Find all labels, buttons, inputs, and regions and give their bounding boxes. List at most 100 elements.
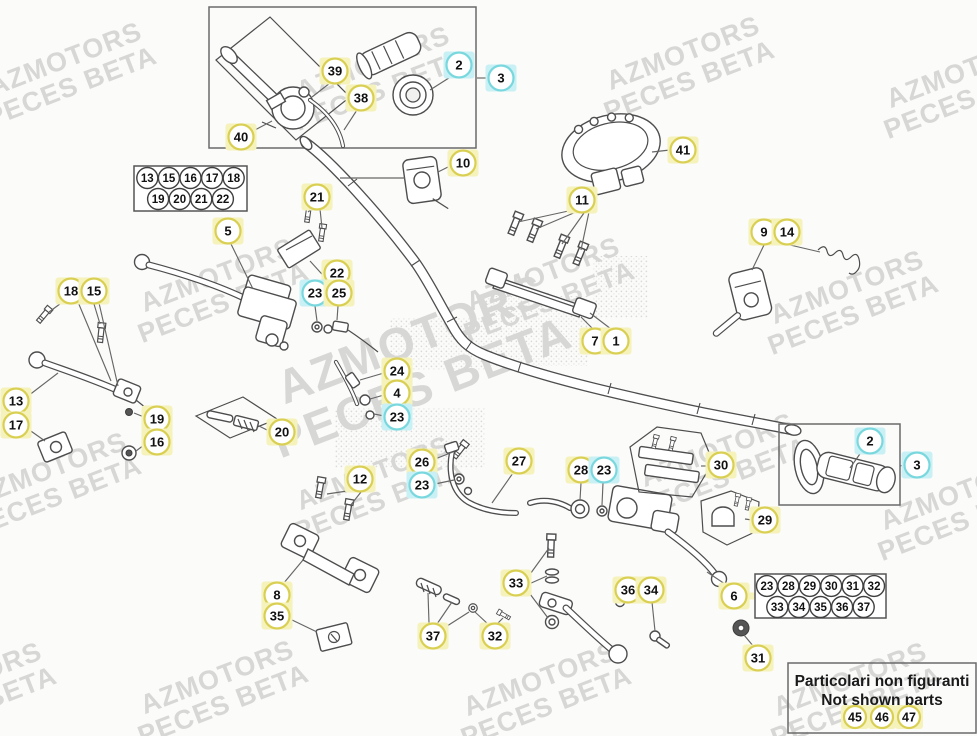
banjo-fitting	[570, 499, 608, 519]
part-callout-27[interactable]: 27	[503, 447, 535, 475]
part-callout-47[interactable]: 47	[895, 704, 923, 730]
legend-part-17[interactable]: 17	[200, 166, 224, 190]
throttle-cable	[307, 97, 346, 149]
legend-part-15[interactable]: 15	[157, 166, 181, 190]
part-callout-3[interactable]: 3	[485, 64, 517, 92]
part-callout-23[interactable]: 23	[381, 403, 413, 431]
part-callout-26[interactable]: 26	[406, 448, 438, 476]
part-callout-10[interactable]: 10	[447, 149, 479, 177]
part-callout-31[interactable]: 31	[742, 644, 774, 672]
part-callout-39[interactable]: 39	[319, 57, 351, 85]
legend-part-35[interactable]: 35	[809, 595, 832, 619]
part-callout-29[interactable]: 29	[749, 506, 781, 534]
legend-part-13[interactable]: 13	[136, 166, 159, 190]
legend-part-32[interactable]: 32	[862, 574, 886, 598]
marked-plate	[315, 622, 353, 652]
part-callout-9[interactable]: 9	[748, 218, 780, 246]
legend-part-29[interactable]: 29	[798, 574, 821, 598]
part-callout-2[interactable]: 2	[443, 51, 475, 79]
lever-clamp	[700, 490, 760, 546]
legend-part-23[interactable]: 23	[755, 574, 779, 598]
legend-part-22[interactable]: 22	[211, 187, 235, 211]
part-callout-23[interactable]: 23	[588, 456, 620, 484]
svg-text:18: 18	[64, 284, 78, 299]
svg-text:37: 37	[426, 629, 440, 644]
svg-text:7: 7	[591, 334, 598, 349]
part-callout-40[interactable]: 40	[225, 123, 257, 151]
svg-text:31: 31	[751, 651, 765, 666]
legend-part-18[interactable]: 18	[222, 166, 245, 190]
part-callout-33[interactable]: 33	[500, 569, 532, 597]
svg-text:10: 10	[456, 156, 470, 171]
clutch-master-cylinder	[607, 485, 728, 588]
svg-text:18: 18	[227, 173, 240, 185]
part-callout-11[interactable]: 11	[566, 186, 598, 214]
part-callout-17[interactable]: 17	[0, 411, 32, 439]
not-shown-line2: Not shown parts	[821, 692, 942, 709]
legend-part-30[interactable]: 30	[820, 574, 843, 598]
part-callout-12[interactable]: 12	[344, 465, 376, 493]
legend-part-20[interactable]: 20	[168, 187, 191, 211]
svg-text:12: 12	[353, 472, 367, 487]
svg-text:28: 28	[574, 463, 588, 478]
svg-text:30: 30	[714, 458, 728, 473]
part-callout-37[interactable]: 37	[417, 622, 449, 650]
nut-16	[121, 445, 137, 461]
part-callout-32[interactable]: 32	[479, 622, 511, 650]
part-callout-13[interactable]: 13	[0, 387, 32, 415]
part-callout-2[interactable]: 2	[854, 427, 886, 455]
legend-part-16[interactable]: 16	[179, 166, 202, 190]
part-callout-34[interactable]: 34	[635, 576, 667, 604]
svg-text:21: 21	[310, 190, 324, 205]
legend-part-33[interactable]: 33	[766, 595, 789, 619]
part-callout-3[interactable]: 3	[901, 451, 933, 479]
part-callout-20[interactable]: 20	[266, 418, 298, 446]
part-callout-30[interactable]: 30	[705, 451, 737, 479]
part-callout-38[interactable]: 38	[345, 84, 377, 112]
svg-text:23: 23	[415, 478, 429, 493]
svg-text:27: 27	[512, 454, 526, 469]
part-callout-46[interactable]: 46	[868, 704, 896, 730]
part-callout-1[interactable]: 1	[600, 327, 632, 355]
svg-text:29: 29	[803, 581, 816, 593]
part-callout-45[interactable]: 45	[841, 704, 869, 730]
legend-part-37[interactable]: 37	[852, 595, 875, 619]
part-callout-25[interactable]: 25	[323, 279, 355, 307]
svg-text:23: 23	[390, 410, 404, 425]
svg-text:31: 31	[846, 581, 859, 593]
svg-text:33: 33	[771, 602, 784, 614]
part-callout-4[interactable]: 4	[381, 379, 413, 407]
part-callout-15[interactable]: 15	[78, 277, 110, 305]
part-callout-16[interactable]: 16	[141, 428, 173, 456]
not-shown-line1: Particolari non figuranti	[795, 673, 970, 690]
legend-part-31[interactable]: 31	[841, 574, 864, 598]
svg-text:17: 17	[206, 173, 219, 185]
part-callout-5[interactable]: 5	[212, 217, 244, 245]
svg-text:13: 13	[141, 173, 154, 185]
svg-text:22: 22	[330, 266, 344, 281]
part-callout-19[interactable]: 19	[141, 405, 173, 433]
svg-text:16: 16	[184, 173, 197, 185]
handlebar-tube	[299, 135, 802, 436]
legend-part-36[interactable]: 36	[830, 595, 854, 619]
svg-text:45: 45	[848, 711, 862, 725]
part-callout-14[interactable]: 14	[771, 218, 803, 246]
part-callout-35[interactable]: 35	[261, 602, 293, 630]
part-callout-24[interactable]: 24	[381, 357, 413, 385]
part-callout-6[interactable]: 6	[718, 582, 750, 610]
brake-hose	[443, 440, 573, 516]
part-callout-41[interactable]: 41	[667, 136, 699, 164]
lever-bracket	[37, 431, 73, 463]
svg-text:14: 14	[780, 225, 795, 240]
legend-part-21[interactable]: 21	[190, 187, 213, 211]
part-callout-21[interactable]: 21	[301, 183, 333, 211]
legend-part-19[interactable]: 19	[146, 187, 170, 211]
legend-part-34[interactable]: 34	[787, 595, 811, 619]
legend-part-28[interactable]: 28	[777, 574, 800, 598]
diagram-drawings	[28, 6, 901, 664]
bleed-bolt	[450, 439, 473, 496]
part-callout-23[interactable]: 23	[406, 471, 438, 499]
part-callout-23[interactable]: 23	[299, 279, 331, 307]
sensor-bracket	[277, 204, 328, 269]
